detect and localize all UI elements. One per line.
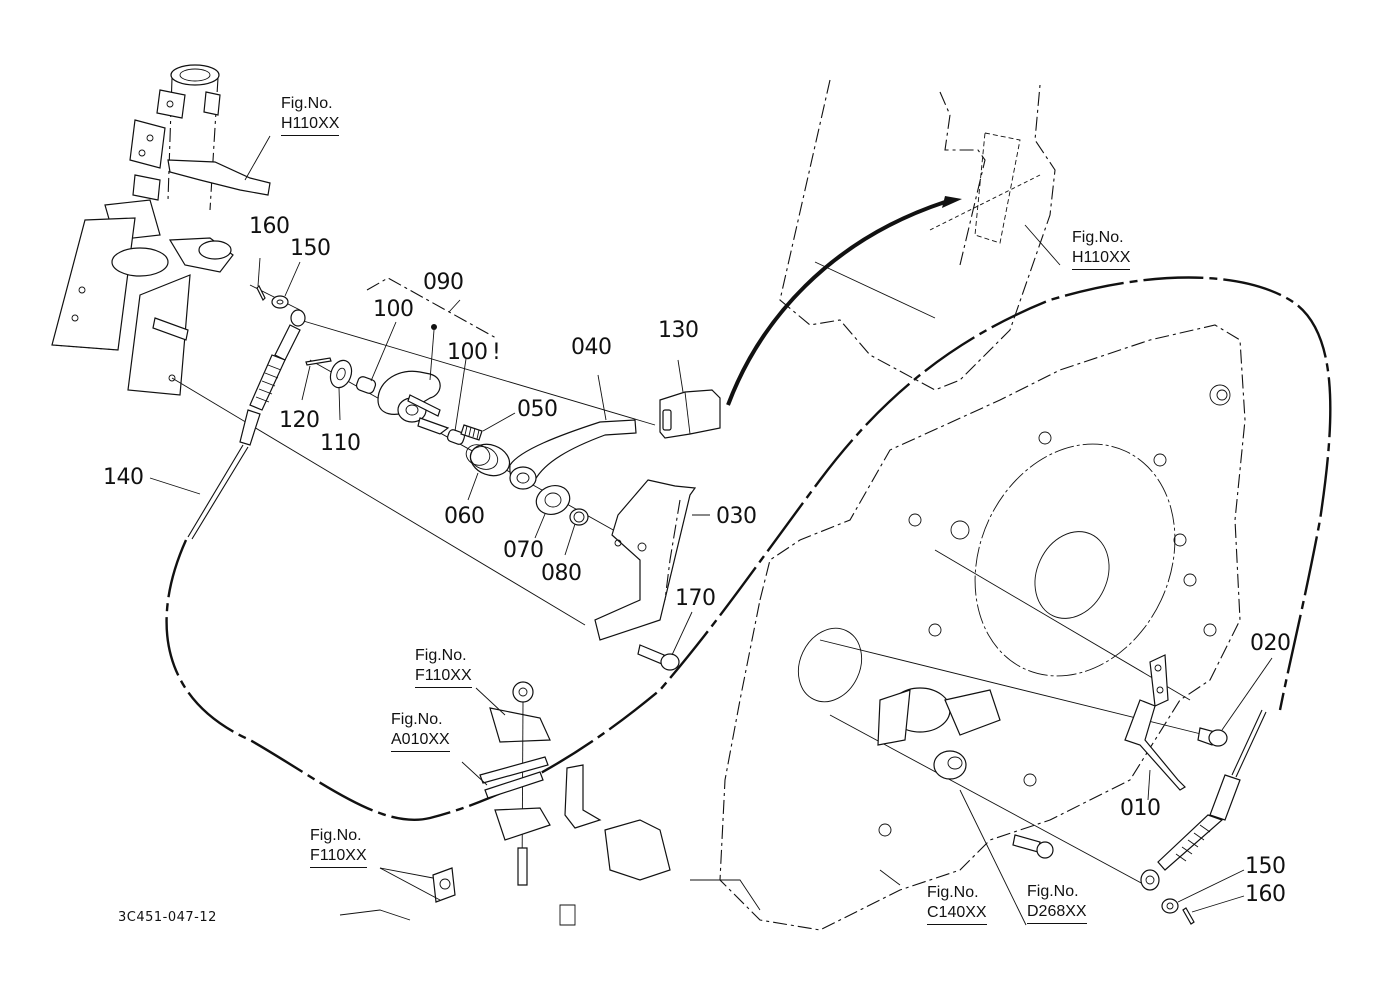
part-label-080: 080 [541,561,582,586]
part-090-lever-assembly [355,277,497,445]
figure-ref-code: D268XX [1027,902,1087,924]
drawing-id: 3C451-047-12 [118,910,217,925]
hood-panel [779,79,1061,391]
figure-ref-code: C140XX [927,903,987,925]
part-label-100-mark: ! [492,340,501,365]
figure-ref-code: A010XX [391,730,450,752]
figure-ref-prefix: Fig.No. [927,884,979,901]
part-label-100-upper: 100 [373,297,414,322]
figure-ref-d268: Fig.No. D268XX [1027,882,1087,924]
figure-ref-f110-lower: Fig.No. F110XX [310,826,367,868]
part-label-060: 060 [444,504,485,529]
figure-ref-code: H110XX [281,114,340,136]
part-020-bolt [1197,657,1273,747]
part-label-150-top: 150 [290,236,331,261]
figure-ref-prefix: Fig.No. [310,827,362,844]
arrow-head [942,196,962,208]
part-label-120: 120 [279,408,320,433]
figure-ref-prefix: Fig.No. [1072,229,1124,246]
transmission-housing [719,324,1246,931]
part-160-cotter-pin [256,257,266,302]
part-label-170: 170 [675,586,716,611]
part-label-050: 050 [517,397,558,422]
part-070-washer [534,485,571,539]
part-label-020: 020 [1250,631,1291,656]
cable-routing-path [165,276,1332,821]
part-040-lever [509,374,637,490]
part-120-pin [301,357,332,401]
part-140-cable-right-end [1140,709,1267,925]
figure-ref-code: F110XX [415,666,472,688]
figure-ref-prefix: Fig.No. [1027,883,1079,900]
part-010-rod [1124,654,1186,801]
part-label-110: 110 [320,431,361,456]
part-label-070: 070 [503,538,544,563]
part-label-030: 030 [716,504,757,529]
figure-ref-h110-right: Fig.No. H110XX [1072,228,1131,270]
figure-ref-c140: Fig.No. C140XX [927,883,987,925]
figure-reference-leaders [244,135,1027,926]
part-label-140: 140 [103,465,144,490]
part-060-spring [465,443,511,501]
figure-ref-h110-left: Fig.No. H110XX [281,94,340,136]
figure-ref-a010: Fig.No. A010XX [391,710,450,752]
part-080-snap-ring [564,508,589,556]
figure-ref-prefix: Fig.No. [281,95,333,112]
part-170-bolt [637,611,693,671]
floor-bracket-parts [339,681,761,926]
figure-ref-prefix: Fig.No. [415,647,467,664]
part-label-130: 130 [658,318,699,343]
figure-ref-code: F110XX [310,846,367,868]
part-label-160-top: 160 [249,214,290,239]
part-label-040: 040 [571,335,612,360]
part-140-cable [149,309,306,540]
part-label-100-lower: 100 [447,340,488,365]
figure-ref-prefix: Fig.No. [391,711,443,728]
part-130-knob [659,359,721,439]
part-label-160-bottom: 160 [1245,882,1286,907]
figure-ref-code: H110XX [1072,248,1131,270]
part-label-090: 090 [423,270,464,295]
part-150-washer [271,261,301,309]
part-110-washer [329,359,353,421]
part-030-bracket [594,479,710,641]
relocation-arrow [726,200,946,406]
part-label-010: 010 [1120,796,1161,821]
figure-ref-f110-upper: Fig.No. F110XX [415,646,472,688]
part-050-spring [460,412,516,441]
steering-column-bracket [51,64,271,396]
part-label-150-bottom: 150 [1245,854,1286,879]
